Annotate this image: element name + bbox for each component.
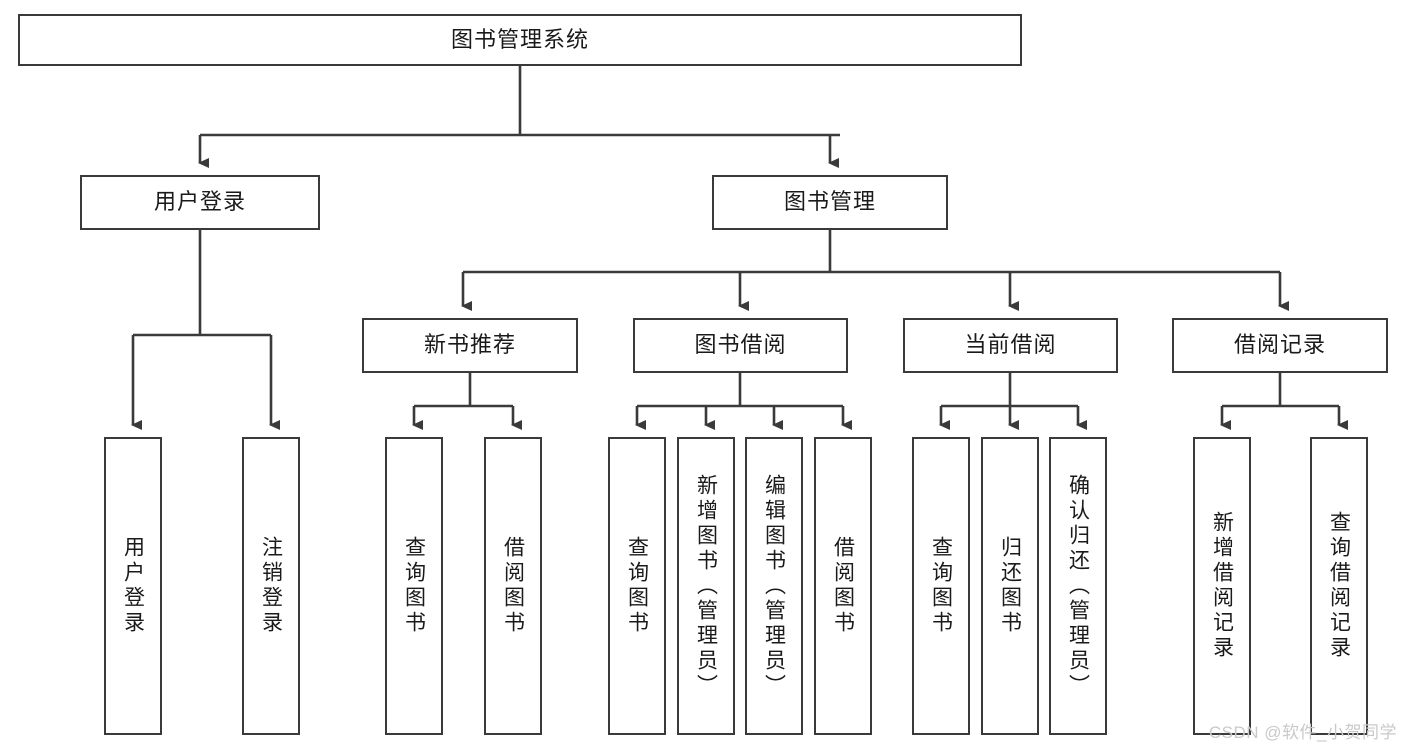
leaf-edit-book-admin[interactable]: 编辑图书（管理员）: [745, 437, 803, 735]
node-user-login[interactable]: 用户登录: [80, 175, 320, 230]
leaf-logout[interactable]: 注销登录: [242, 437, 300, 735]
node-book-management[interactable]: 图书管理: [712, 175, 948, 230]
leaf-query-borrow-record[interactable]: 查询借阅记录: [1310, 437, 1368, 735]
node-root[interactable]: 图书管理系统: [18, 14, 1022, 66]
node-book-borrow[interactable]: 图书借阅: [633, 318, 848, 373]
leaf-borrow-book-newbook[interactable]: 借阅图书: [484, 437, 542, 735]
node-new-book-recommend[interactable]: 新书推荐: [362, 318, 578, 373]
leaf-query-book-current[interactable]: 查询图书: [912, 437, 970, 735]
node-current-borrow[interactable]: 当前借阅: [903, 318, 1118, 373]
leaf-user-login[interactable]: 用户登录: [104, 437, 162, 735]
leaf-add-borrow-record[interactable]: 新增借阅记录: [1193, 437, 1251, 735]
leaf-confirm-return-admin[interactable]: 确认归还（管理员）: [1049, 437, 1107, 735]
node-borrow-records[interactable]: 借阅记录: [1172, 318, 1388, 373]
leaf-query-book-borrow[interactable]: 查询图书: [608, 437, 666, 735]
leaf-query-book-newbook[interactable]: 查询图书: [385, 437, 443, 735]
csdn-watermark: CSDN @软件_小贺同学: [1208, 723, 1397, 742]
leaf-borrow-book[interactable]: 借阅图书: [814, 437, 872, 735]
leaf-return-book[interactable]: 归还图书: [981, 437, 1039, 735]
leaf-add-book-admin[interactable]: 新增图书（管理员）: [677, 437, 735, 735]
